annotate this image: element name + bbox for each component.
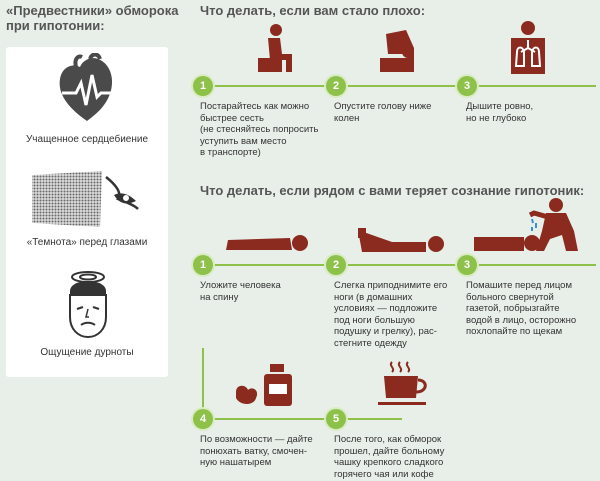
section1-step1-text: Постарайтесь как можно быстрее сесть (не… <box>200 101 319 158</box>
precursor-label-nausea: Ощущение дурноты <box>40 347 134 358</box>
precursor-label-darkness: «Темнота» перед глазами <box>26 237 148 248</box>
person-lying-icon <box>226 235 308 251</box>
section2-connector <box>202 348 204 418</box>
section1-timeline <box>196 85 596 87</box>
section2-heading: Что делать, если рядом с вами теряет соз… <box>200 183 585 198</box>
ammonia-bottle-icon <box>236 364 292 406</box>
section2-step4-number: 4 <box>193 409 213 429</box>
section2-timeline-row2 <box>202 418 402 420</box>
person-lungs-icon <box>511 21 545 74</box>
section2-step2-text: Слегка приподнимите его ноги (в домашних… <box>334 280 448 349</box>
dizzy-face-icon <box>69 271 107 339</box>
section1-step3-number: 3 <box>457 76 477 96</box>
section2-step3-text: Помашите перед лицом больного свернутой … <box>466 280 577 337</box>
section1-step2-number: 2 <box>326 76 346 96</box>
section2-step5-text: После того, как обморок прошел, дайте бо… <box>334 434 445 480</box>
precursors-title: «Предвестники» обморока при гипотонии: <box>6 3 179 33</box>
section1-step2-text: Опустите голову ниже колен <box>334 101 432 124</box>
helper-splash-water-icon <box>474 198 578 251</box>
section2-step1-text: Уложите человека на спину <box>200 280 281 303</box>
heart-pulse-icon <box>59 53 116 121</box>
section2-timeline <box>196 264 596 266</box>
eye-darkness-icon <box>32 171 139 227</box>
person-head-down-icon <box>380 30 414 72</box>
section2-step1-number: 1 <box>193 255 213 275</box>
section1-step1-number: 1 <box>193 76 213 96</box>
section2-step2-number: 2 <box>326 255 346 275</box>
section1-heading: Что делать, если вам стало плохо: <box>200 3 426 18</box>
person-legs-raised-icon <box>358 228 444 252</box>
precursors-panel: Учащенное сердцебиение «Темнота» перед г… <box>6 47 168 377</box>
section2-step3-number: 3 <box>457 255 477 275</box>
section1-step3-text: Дышите ровно, но не глубоко <box>466 101 534 124</box>
person-sitting-icon <box>258 24 292 72</box>
section2-step4-text: По возможности — дайте понюхать ватку, с… <box>200 434 313 468</box>
hot-cup-icon <box>378 361 427 405</box>
precursor-label-heartbeat: Учащенное сердцебиение <box>25 134 149 145</box>
section2-step5-number: 5 <box>326 409 346 429</box>
